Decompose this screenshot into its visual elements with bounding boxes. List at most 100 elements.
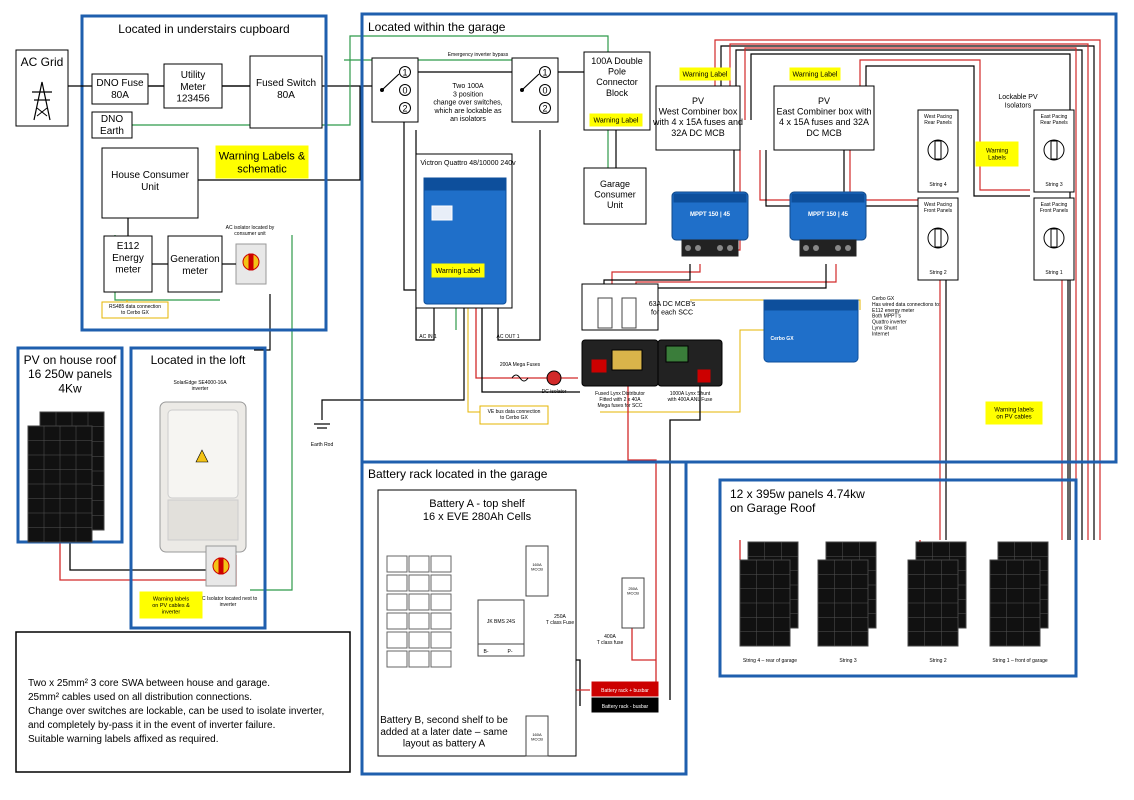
utility-meter-box bbox=[163, 63, 223, 109]
ac-isolator-house-handle bbox=[248, 253, 254, 271]
battery-cell bbox=[408, 650, 430, 668]
mppt-west: MPPT 150 | 45 bbox=[671, 191, 749, 257]
ac-out-label: AC OUT 1 bbox=[497, 334, 520, 340]
pylon-icon bbox=[32, 81, 52, 121]
east-warning: Warning Label bbox=[789, 67, 841, 81]
grid-section: AC Grid bbox=[15, 49, 92, 127]
region-loft-title: Located in the loft bbox=[151, 353, 246, 367]
grid-box bbox=[15, 49, 69, 127]
busbar-pos-box bbox=[591, 681, 659, 697]
changeover-switch-right-terminal bbox=[539, 84, 551, 96]
batt-red-main bbox=[627, 384, 657, 690]
mcb-frame bbox=[581, 283, 659, 331]
ac-isolator-loft bbox=[205, 545, 237, 587]
changeover-switch-left: 102 bbox=[371, 57, 419, 123]
lynx-dist-fuse bbox=[611, 349, 643, 371]
earth-green-1 bbox=[96, 35, 609, 126]
changeover-switch-left-terminal bbox=[399, 102, 411, 114]
quattro-display bbox=[431, 205, 453, 221]
roof-panels-0-front bbox=[739, 559, 791, 647]
mppt-east-terminals bbox=[799, 239, 857, 257]
changeover-switch-right-terminal bbox=[539, 102, 551, 114]
changeover-switch-left-terminal bbox=[399, 66, 411, 78]
battery-cell bbox=[430, 574, 452, 592]
battery-cell bbox=[386, 612, 408, 630]
lynx-dist-red bbox=[591, 359, 607, 373]
mccb-250-box bbox=[621, 577, 645, 629]
quattro-title: Victron Quattro 48/10000 240v bbox=[420, 160, 516, 167]
changeover-switch-left-pos-0: 0 bbox=[402, 86, 407, 96]
gen-meter-box bbox=[167, 235, 223, 293]
region-battery bbox=[360, 460, 688, 776]
cerbo-name: Cerbo GX bbox=[770, 336, 794, 342]
data-cerbo bbox=[600, 329, 764, 413]
connector-warning: Warning Label bbox=[589, 113, 643, 127]
ac-isolator-loft-handle bbox=[218, 557, 224, 575]
battery-cells bbox=[386, 555, 452, 668]
victron-quattro bbox=[423, 177, 507, 305]
mppt-west-label: MPPT 150 | 45 bbox=[690, 212, 731, 218]
changeover-switch-left-lever bbox=[381, 73, 400, 91]
bms-terminals bbox=[477, 643, 525, 657]
warning-triangle-icon bbox=[195, 449, 209, 463]
mppt-east-screw bbox=[803, 245, 809, 251]
mppt-west-screw bbox=[685, 245, 691, 251]
warning-labels-house-box bbox=[215, 145, 309, 179]
changeover-switch-right-pos-2: 2 bbox=[542, 104, 547, 114]
isolator-east-front-string: String 1 bbox=[1045, 270, 1062, 276]
changeover-switch-left-terminal bbox=[399, 84, 411, 96]
cerbo-gx: Cerbo GX bbox=[763, 299, 859, 363]
rs485-box bbox=[101, 301, 169, 319]
warning-labels-house: Warning Labels &schematic bbox=[215, 145, 309, 179]
pv-e-red bbox=[859, 59, 1030, 191]
mppt-east-screw bbox=[813, 245, 819, 251]
isolator-east-rear-handle bbox=[1050, 140, 1058, 160]
note-line: Change over switches are lockable, can b… bbox=[28, 706, 324, 717]
mcb-2 bbox=[621, 297, 637, 329]
megafuse-blk bbox=[481, 308, 580, 393]
batt-blk-main bbox=[669, 384, 701, 700]
data-cerbo-mppt bbox=[690, 299, 861, 310]
lynx-shunt-red bbox=[697, 369, 711, 383]
note-line: Two x 25mm² 3 core SWA between house and… bbox=[28, 678, 270, 689]
lynx-distributor bbox=[581, 339, 659, 387]
isolator-east-front-handle bbox=[1050, 228, 1058, 248]
east-warning-text: Warning Label bbox=[793, 71, 838, 78]
mcb-1 bbox=[597, 297, 613, 329]
roof-panels-3-front bbox=[989, 559, 1041, 647]
pv-west-blk-1 bbox=[735, 49, 1083, 540]
solaredge-inverter bbox=[159, 401, 247, 553]
mppt-east-screw bbox=[845, 245, 851, 251]
bms-label: JK BMS 24S bbox=[487, 619, 516, 625]
battery-cell bbox=[386, 650, 408, 668]
roof-string-1: String 3 bbox=[839, 658, 856, 664]
east-box-frame bbox=[773, 85, 875, 151]
